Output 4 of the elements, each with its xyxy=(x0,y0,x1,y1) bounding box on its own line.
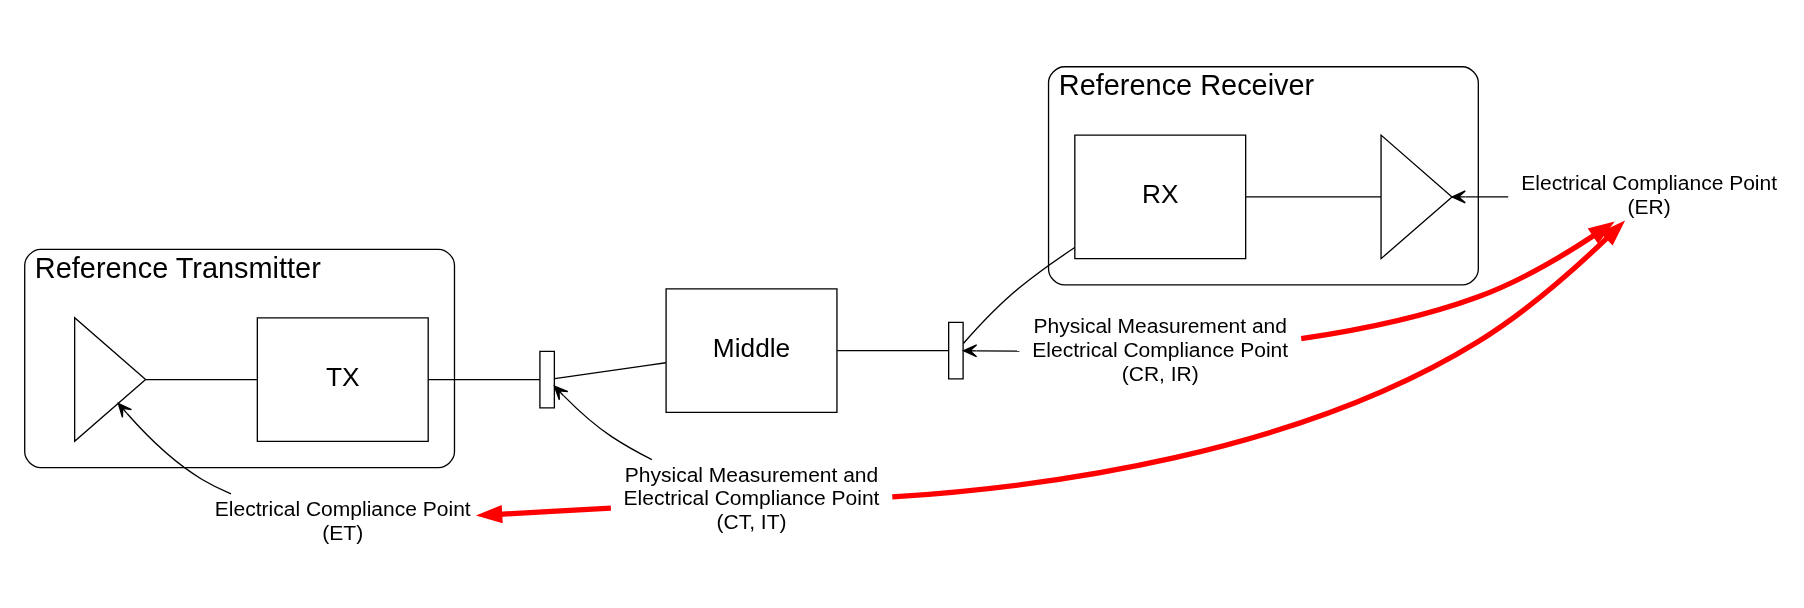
node-text: Physical Measurement and Electrical Compliance Point (CT, IT) xyxy=(623,462,880,534)
node-text: Physical Measurement and Electrical Compliance Point (CR, IR) xyxy=(1032,314,1289,385)
node-text: Electrical Compliance Point (ER) xyxy=(1521,171,1778,218)
node-text: Electrical Compliance Point (ET) xyxy=(214,496,471,544)
